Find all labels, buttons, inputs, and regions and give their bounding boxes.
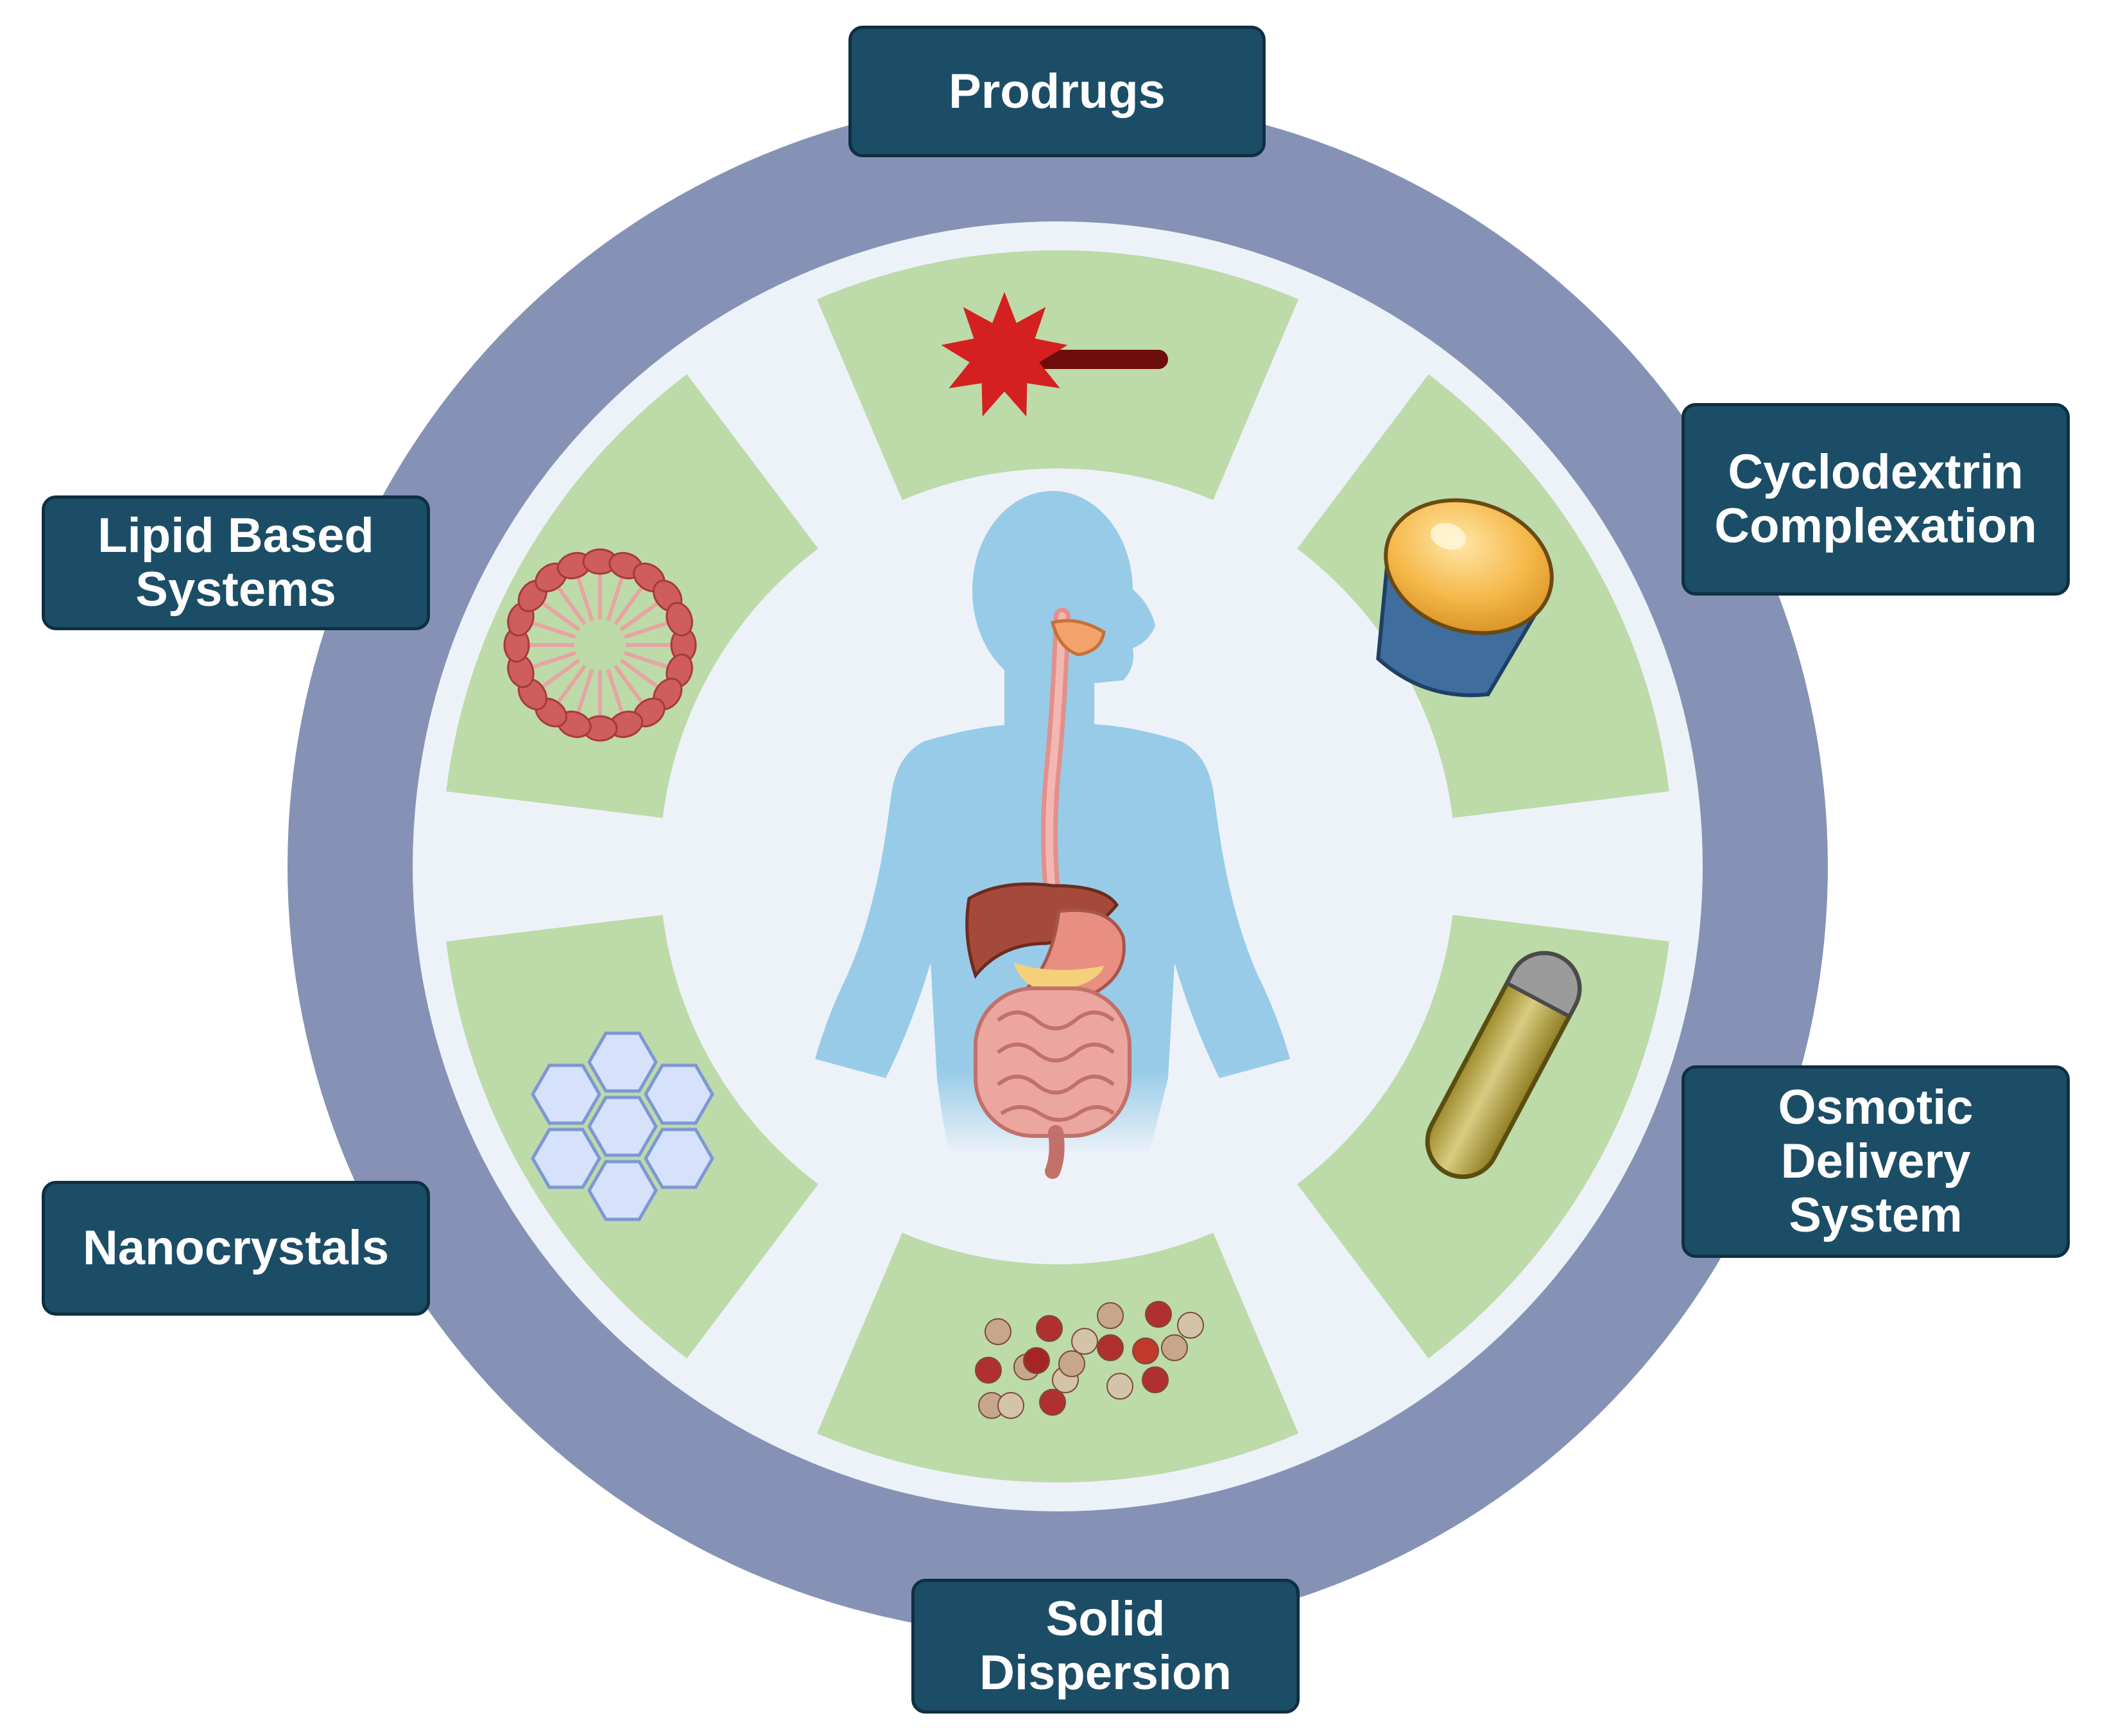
osmotic-capsule-icon	[1425, 950, 1582, 1180]
label-prodrugs-text: Prodrugs	[949, 64, 1166, 119]
prodrug-star-icon	[941, 292, 1168, 417]
lipid-tail	[576, 669, 594, 713]
lipid-tail	[556, 587, 587, 626]
hexagon-crystal	[587, 1031, 658, 1093]
lipid-tail	[542, 601, 581, 632]
hexagon-crystal	[531, 1063, 601, 1125]
segment-prodrugs	[816, 250, 1299, 501]
lipid-micelle-icon	[503, 548, 697, 742]
label-solid-dispersion: Solid Dispersion	[911, 1579, 1300, 1714]
particle	[1039, 1389, 1066, 1416]
label-nanocrystals: Nanocrystals	[42, 1181, 430, 1316]
particle	[1097, 1302, 1124, 1329]
segment-solid-dispersion	[816, 1232, 1299, 1482]
solid-dispersion-particles-icon	[975, 1301, 1204, 1419]
particle	[1097, 1334, 1124, 1361]
lipid-tail	[614, 664, 644, 703]
particle	[1161, 1334, 1188, 1361]
label-lipid: Lipid Based Systems	[42, 495, 430, 630]
label-nanocrystals-text: Nanocrystals	[82, 1221, 390, 1275]
particle	[1145, 1301, 1172, 1328]
hexagon-crystal	[587, 1096, 658, 1157]
lipid-tail	[624, 621, 668, 639]
lipid-tail	[606, 577, 624, 621]
label-osmotic: Osmotic Delivery System	[1682, 1065, 2070, 1258]
particle	[1132, 1337, 1159, 1364]
hexagon-crystal	[644, 1128, 714, 1189]
lipid-tail	[614, 587, 644, 626]
label-solid-dispersion-text: Solid Dispersion	[979, 1592, 1232, 1700]
hexagon-crystal	[644, 1063, 714, 1125]
lipid-head	[666, 601, 693, 637]
particle	[985, 1318, 1011, 1345]
lipid-tail	[576, 577, 594, 621]
lipid-tail	[556, 664, 587, 703]
particle	[1036, 1315, 1063, 1342]
lipid-tail	[542, 658, 581, 689]
human-body-icon	[815, 491, 1290, 1179]
particle	[975, 1357, 1002, 1384]
particle	[1058, 1350, 1085, 1377]
lipid-tail	[619, 601, 658, 632]
label-cyclodextrin-text: Cyclodextrin Complexation	[1714, 445, 2037, 553]
lipid-tail	[532, 621, 576, 639]
particle	[1142, 1366, 1169, 1393]
particle	[1071, 1328, 1098, 1355]
lipid-tail	[532, 651, 576, 669]
lipid-tail	[606, 669, 624, 713]
particle	[1177, 1312, 1204, 1339]
label-lipid-text: Lipid Based Systems	[98, 508, 374, 617]
label-cyclodextrin: Cyclodextrin Complexation	[1682, 403, 2070, 596]
nanocrystal-hexagons-icon	[531, 1031, 714, 1221]
hexagon-crystal	[587, 1160, 658, 1221]
cyclodextrin-cup-icon	[1376, 498, 1554, 698]
lipid-tail	[624, 651, 668, 669]
lipid-tail	[619, 658, 658, 689]
particle	[1023, 1347, 1050, 1374]
label-prodrugs: Prodrugs	[848, 26, 1266, 157]
hexagon-crystal	[531, 1128, 601, 1189]
particle	[997, 1392, 1024, 1419]
label-osmotic-text: Osmotic Delivery System	[1778, 1080, 1974, 1242]
particle	[1106, 1373, 1133, 1400]
